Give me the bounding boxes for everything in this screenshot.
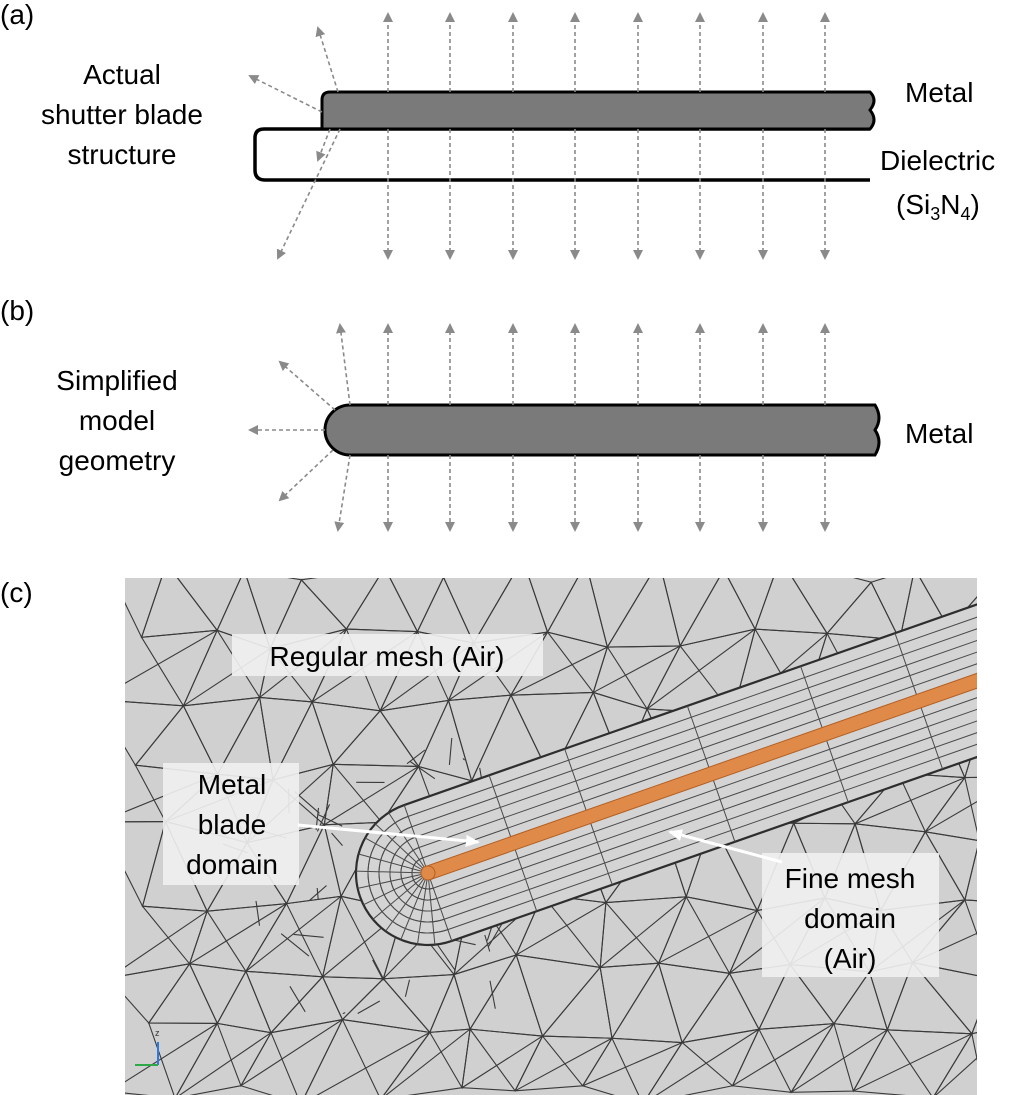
panel-c-tag: (c) <box>0 577 33 608</box>
metal-blade-pointer-arrow <box>297 823 480 847</box>
metal-blade-label-line: blade <box>198 809 267 840</box>
caption-line: Simplified <box>56 365 177 396</box>
blade-tip <box>420 865 436 881</box>
dielectric-layer <box>253 127 870 182</box>
panel-a-caption: Actual shutter blade structure <box>41 59 203 170</box>
fine-mesh-label-line: domain <box>804 903 896 934</box>
caption-line: geometry <box>59 445 176 476</box>
caption-line: shutter blade <box>41 99 203 130</box>
fine-mesh-label-line: (Air) <box>824 943 877 974</box>
caption-line: structure <box>68 139 177 170</box>
caption-line: Actual <box>83 59 161 90</box>
panel-a-tag: (a) <box>0 0 34 30</box>
metal-layer <box>320 90 876 131</box>
axis-triad-icon: z <box>135 1028 160 1066</box>
arrow-icon <box>278 360 336 411</box>
fine-mesh-domain <box>354 578 977 947</box>
panel-b-caption: Simplified model geometry <box>56 365 177 476</box>
arrow-icon <box>248 75 323 113</box>
regular-mesh-label-box <box>232 634 543 676</box>
fine-mesh-label-line: Fine mesh <box>785 863 916 894</box>
dielectric-formula: (Si3N4) <box>896 189 980 224</box>
panel-b-tag: (b) <box>0 295 34 326</box>
arrow-icon <box>278 449 334 502</box>
field-arrows-b <box>248 323 830 532</box>
fine-mesh-lines <box>356 584 977 945</box>
metal-label: Metal <box>905 77 973 108</box>
fine-mesh-pointer-arrow <box>668 829 783 864</box>
arrow-icon <box>336 323 351 406</box>
caption-line: model <box>79 405 155 436</box>
arrow-icon <box>316 128 331 162</box>
dielectric-label: Dielectric <box>880 145 995 176</box>
axis-z-label: z <box>155 1028 160 1038</box>
metal-blade-label-line: domain <box>186 849 278 880</box>
simplified-metal-blade <box>323 403 881 457</box>
metal-blade-label-box <box>163 763 299 885</box>
metal-blade-label-line: Metal <box>198 769 266 800</box>
metal-label: Metal <box>905 418 973 449</box>
arrow-icon <box>315 26 339 93</box>
arrow-icon <box>334 454 351 532</box>
arrow-icon <box>276 128 341 260</box>
field-arrows-a <box>248 12 830 260</box>
fine-mesh-label-box <box>762 853 939 977</box>
regular-mesh-label: Regular mesh (Air) <box>270 641 505 672</box>
mesh-view: Regular mesh (Air) Metal blade domain Fi… <box>125 578 977 1095</box>
